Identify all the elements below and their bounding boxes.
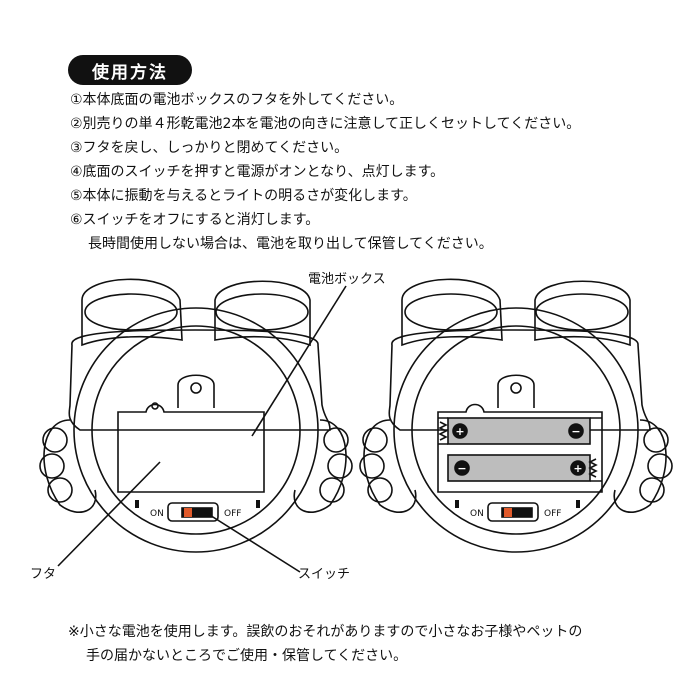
instruction-list: ①本体底面の電池ボックスのフタを外してください。 ②別売りの単４形乾電池2本を電… [70,88,580,256]
power-switch-right [487,502,539,522]
battery-box-leader-line [251,285,347,437]
instruction-step-5: ⑤本体に振動を与えるとライトの明るさが変化します。 [70,188,417,204]
plus-sign: + [573,462,582,475]
battery-2 [447,454,591,482]
usage-heading: 使用方法 [92,62,168,83]
device-left-lid-closed [39,278,353,553]
caution-note: ※小さな電池を使用します。誤飲のおそれがありますので小さなお子様やペットの 手の… [68,620,582,668]
storage-note: 長時間使用しない場合は、電池を取り出して保管してください。 [88,236,493,252]
battery-lid [117,403,265,493]
lid-leader-line [57,461,161,567]
switch-on-label: ON [470,509,484,519]
instruction-step-3: ③フタを戻し、しっかりと閉めてください。 [70,140,349,156]
instruction-step-1: ①本体底面の電池ボックスのフタを外してください。 [70,92,404,108]
battery-1 [447,417,591,445]
lid-label: フタ [30,567,56,582]
switch-leader-line [204,511,301,573]
switch-off-label: OFF [224,509,241,519]
device-right-lid-open [359,278,673,553]
instruction-step-6: ⑥スイッチをオフにすると消灯します。 [70,212,320,228]
instruction-step-2: ②別売りの単４形乾電池2本を電池の向きに注意して正しくセットしてください。 [70,116,581,132]
minus-sign: − [571,425,580,438]
switch-label: スイッチ [298,567,350,582]
plus-sign: + [455,425,464,438]
usage-heading-badge: 使用方法 [68,55,192,85]
switch-off-label: OFF [544,509,561,519]
instruction-step-4: ④底面のスイッチを押すと電源がオンとなり、点灯します。 [70,164,445,180]
minus-sign: − [457,462,466,475]
caution-line-1: ※小さな電池を使用します。誤飲のおそれがありますので小さなお子様やペットの [68,624,583,640]
switch-on-label: ON [150,509,164,519]
battery-box-label: 電池ボックス [308,272,386,287]
caution-line-2: 手の届かないところでご使用・保管してください。 [86,648,408,664]
power-switch-left [167,502,219,522]
device-bottom-diagram: + − − + ON OFF ON OFF 電池ボックス フタ スイッチ [30,272,673,582]
